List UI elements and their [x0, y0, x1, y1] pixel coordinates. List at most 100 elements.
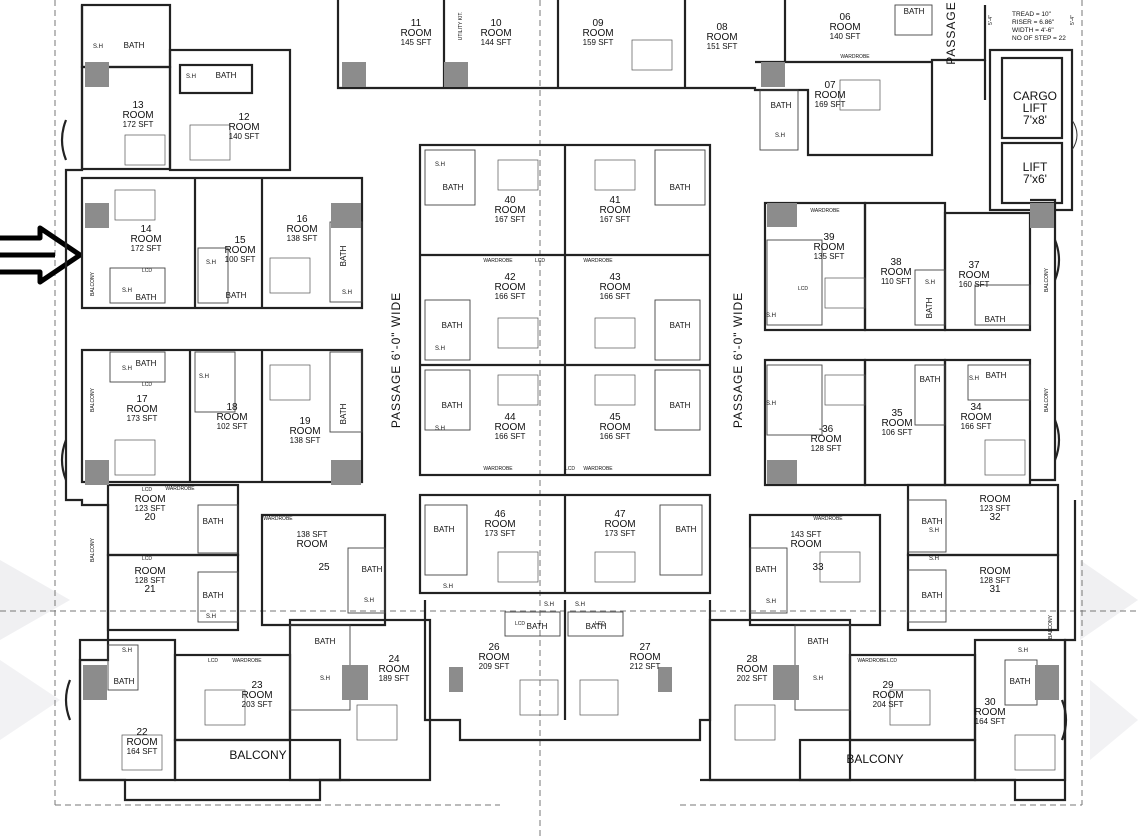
sh-label: S.H [122, 288, 132, 294]
room-44-area: 166 SFT [495, 432, 526, 441]
wardrobe-label: WARDROBE [483, 258, 513, 264]
room-47-word: ROOM [604, 519, 635, 530]
wardrobe-label: WARDROBE [583, 466, 613, 472]
room-36-word: ROOM [810, 434, 841, 445]
room-23-number: 23 [251, 680, 263, 691]
lcd-label: LCD [142, 268, 152, 274]
room-17-word: ROOM [126, 404, 157, 415]
sh-label: S.H [122, 648, 132, 654]
room-28-area: 202 SFT [737, 674, 768, 683]
room-37-word: ROOM [958, 270, 989, 281]
room-36-number: -36 [819, 424, 834, 435]
room-06-area: 140 SFT [830, 32, 861, 41]
room-09-area: 159 SFT [583, 38, 614, 47]
room-46-number: 46 [494, 509, 506, 520]
passage-top-label: PASSAGE [944, 1, 958, 64]
room-16-area: 138 SFT [287, 234, 318, 243]
room-42-number: 42 [504, 272, 516, 283]
bath-label: BATH [442, 321, 463, 330]
room-36-area: 128 SFT [811, 444, 842, 453]
wardrobe-label: WARDROBE [583, 258, 613, 264]
room-07-number: 07 [824, 80, 836, 91]
sh-label: S.H [813, 676, 823, 682]
room-15-number: 15 [234, 235, 246, 246]
room-10-number: 10 [490, 18, 502, 29]
sh-label: S.H [435, 426, 445, 432]
room-24-number: 24 [388, 654, 400, 665]
bath-label: BATH [339, 245, 348, 266]
room-42-area: 166 SFT [495, 292, 526, 301]
bath-label: BATH [203, 591, 224, 600]
balcony-label: BALCONY [1044, 387, 1050, 412]
bath-label: BATH [670, 321, 691, 330]
room-25-area: 138 SFT [297, 530, 328, 539]
sh-label: S.H [206, 614, 216, 620]
lift-line1: LIFT [1023, 160, 1048, 174]
room-41-word: ROOM [599, 205, 630, 216]
wardrobe-label: WARDROBE [810, 208, 840, 214]
wardrobe-label: WARDROBE [857, 658, 887, 664]
room-34-word: ROOM [960, 412, 991, 423]
room-38-word: ROOM [880, 267, 911, 278]
lift-size: 7'x6' [1023, 172, 1047, 186]
sh-label: S.H [969, 376, 979, 382]
room-27-word: ROOM [629, 652, 660, 663]
room-43-area: 166 SFT [600, 292, 631, 301]
sh-label: S.H [544, 602, 554, 608]
cargo-lift-line2: LIFT [1023, 101, 1048, 115]
room-17-number: 17 [136, 394, 148, 405]
bath-label: BATH [986, 371, 1007, 380]
bath-label: BATH [920, 375, 941, 384]
bath-label: BATH [434, 525, 455, 534]
room-44-word: ROOM [494, 422, 525, 433]
room-11-number: 11 [411, 18, 422, 29]
lcd-label: LCD [208, 658, 218, 664]
sh-label: S.H [199, 374, 209, 380]
furniture-outlines [114, 39, 1056, 771]
wardrobe-label: WARDROBE [840, 54, 870, 60]
room-16-number: 16 [296, 214, 308, 225]
room-16-word: ROOM [286, 224, 317, 235]
bath-label: BATH [527, 622, 548, 631]
room-43-number: 43 [609, 272, 621, 283]
balcony-label: BALCONY [90, 387, 96, 412]
room-39-word: ROOM [813, 242, 844, 253]
sh-label: S.H [766, 313, 776, 319]
room-40-area: 167 SFT [495, 215, 526, 224]
room-38-area: 110 SFT [881, 277, 911, 286]
sh-label: S.H [443, 584, 453, 590]
bath-label: BATH [136, 293, 157, 302]
room-15-word: ROOM [224, 245, 255, 256]
room-29-area: 204 SFT [873, 700, 904, 709]
room-11-area: 145 SFT [401, 38, 432, 47]
sh-label: S.H [766, 599, 776, 605]
sh-label: S.H [929, 556, 939, 562]
room-12-word: ROOM [228, 122, 259, 133]
right-wing-walls [700, 198, 1077, 802]
sh-label: S.H [435, 162, 445, 168]
room-24-word: ROOM [378, 664, 409, 675]
room-18-area: 102 SFT [217, 422, 248, 431]
room-27-area: 212 SFT [630, 662, 661, 671]
room-32-word: ROOM [979, 494, 1010, 505]
balcony-label: BALCONY [229, 748, 286, 762]
bath-label: BATH [756, 565, 777, 574]
sh-label: S.H [435, 346, 445, 352]
room-30-word: ROOM [974, 707, 1005, 718]
lcd-label: LCD [142, 382, 152, 388]
room-28-word: ROOM [736, 664, 767, 675]
bath-label: BATH [339, 403, 348, 424]
room-08-number: 08 [716, 22, 728, 33]
sh-label: S.H [342, 290, 352, 296]
sh-label: S.H [766, 401, 776, 407]
room-29-number: 29 [882, 680, 894, 691]
room-11-word: ROOM [400, 28, 431, 39]
room-33-area: 143 SFT [791, 530, 822, 539]
room-06-number: 06 [839, 12, 851, 23]
room-41-area: 167 SFT [600, 215, 631, 224]
room-10-word: ROOM [480, 28, 511, 39]
room-42-word: ROOM [494, 282, 525, 293]
lcd-label: LCD [887, 658, 897, 664]
room-27-number: 27 [639, 642, 651, 653]
